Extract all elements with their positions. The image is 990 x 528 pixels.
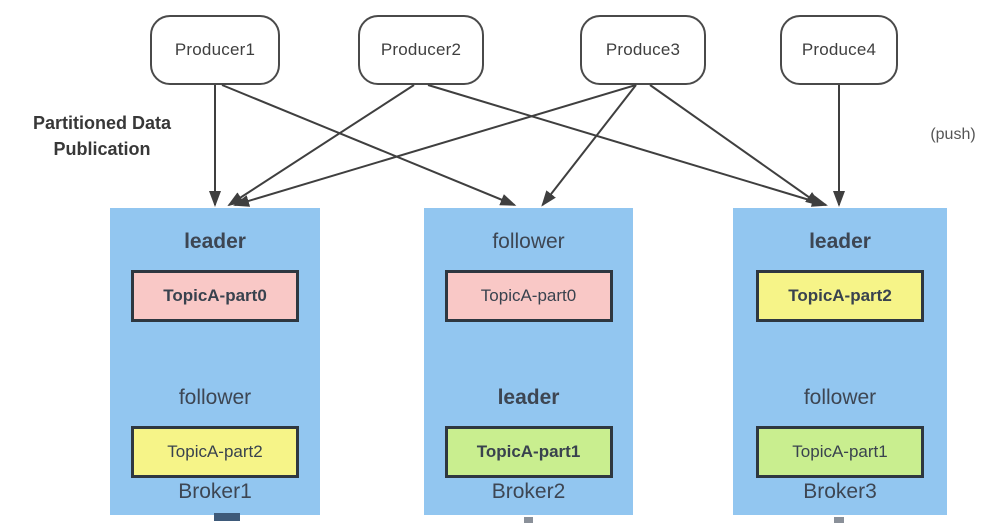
edge-arrow — [233, 84, 637, 207]
title-line-2: Publication — [53, 139, 151, 159]
broker3-role-top: leader — [809, 230, 871, 253]
broker1-topic-bottom-label: TopicA-part2 — [167, 442, 263, 461]
title-line-1: Partitioned Data — [32, 113, 172, 133]
broker1-topic-top: TopicA-part0 — [131, 270, 299, 322]
producer2-label: Producer2 — [380, 40, 462, 59]
broker2-role-top: follower — [492, 230, 565, 253]
bottom-cutoff-mark-broker2 — [524, 517, 533, 523]
broker2-node: follower TopicA-part0 leader TopicA-part… — [424, 208, 633, 515]
broker3-topic-top-label: TopicA-part2 — [788, 286, 892, 305]
broker1-node: leader TopicA-part0 follower TopicA-part… — [110, 208, 320, 515]
produce3-label: Produce3 — [605, 40, 681, 59]
edge-arrow — [541, 84, 637, 207]
producer1-label: Producer1 — [174, 40, 256, 59]
broker3-label: Broker3 — [803, 480, 877, 503]
broker2-topic-bottom-label: TopicA-part1 — [476, 442, 581, 461]
bottom-cutoff-mark-broker1 — [214, 513, 240, 521]
push-annotation: (push) — [930, 126, 976, 143]
broker3-topic-top: TopicA-part2 — [756, 270, 924, 322]
broker3-topic-bottom: TopicA-part1 — [756, 426, 924, 478]
producer1-node: Producer1 — [150, 15, 280, 85]
broker1-role-top: leader — [184, 230, 246, 253]
broker2-topic-top-label: TopicA-part0 — [480, 286, 577, 305]
produce3-node: Produce3 — [580, 15, 706, 85]
broker3-topic-bottom-label: TopicA-part1 — [792, 442, 888, 461]
broker3-role-bottom: follower — [803, 386, 877, 409]
edge-arrow — [227, 84, 415, 207]
broker1-label: Broker1 — [178, 480, 252, 503]
edge-arrow — [427, 84, 828, 207]
broker3-node: leader TopicA-part2 follower TopicA-part… — [733, 208, 947, 515]
broker2-topic-bottom: TopicA-part1 — [444, 426, 613, 478]
broker1-topic-bottom: TopicA-part2 — [131, 426, 299, 478]
broker2-role-bottom: leader — [497, 386, 560, 409]
produce4-label: Produce4 — [801, 40, 877, 59]
edge-arrow — [221, 84, 517, 206]
partitioned-data-publication-title: Partitioned Data Publication — [4, 110, 200, 162]
broker1-role-bottom: follower — [178, 386, 252, 409]
broker1-topic-top-label: TopicA-part0 — [163, 286, 267, 305]
produce4-node: Produce4 — [780, 15, 898, 85]
bottom-cutoff-mark-broker3 — [834, 517, 844, 523]
broker2-label: Broker2 — [491, 480, 566, 503]
producer2-node: Producer2 — [358, 15, 484, 85]
broker2-topic-top: TopicA-part0 — [444, 270, 613, 322]
edge-arrow — [649, 84, 822, 207]
